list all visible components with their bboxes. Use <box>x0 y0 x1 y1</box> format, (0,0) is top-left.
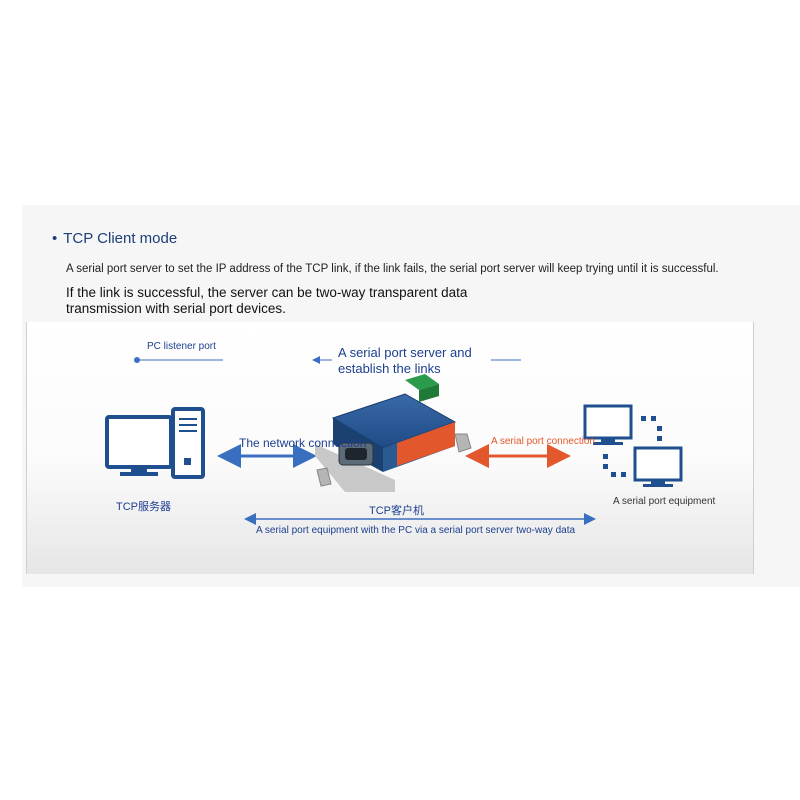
server-caption-line-2: establish the links <box>338 361 441 376</box>
tcp-client-label: TCP客户机 <box>369 505 424 517</box>
section-heading: • TCP Client mode <box>52 230 177 247</box>
description-line-2: If the link is successful, the server ca… <box>66 285 468 300</box>
network-connection-label: The network connection <box>239 436 367 450</box>
diagram-graphics <box>105 356 683 525</box>
listener-port-marker <box>134 357 223 363</box>
tcp-server-label: TCP服务器 <box>116 501 171 513</box>
serial-server-device <box>315 374 472 492</box>
computer-icon <box>105 407 205 479</box>
heading-bullet: • <box>52 230 58 247</box>
bottom-caption: A serial port equipment with the PC via … <box>256 525 576 536</box>
description-block: If the link is successful, the server ca… <box>66 285 467 317</box>
serial-equipment-icon <box>583 404 683 487</box>
description-line-3: transmission with serial port devices. <box>66 301 286 316</box>
server-caption-line-1: A serial port server and <box>338 345 472 360</box>
diagram-panel: PC listener port A serial port server an… <box>26 322 754 574</box>
heading-title: TCP Client mode <box>63 230 178 247</box>
description-line-1: A serial port server to set the IP addre… <box>66 263 719 275</box>
serial-equipment-label: A serial port equipment <box>613 496 716 507</box>
serial-connection-label: A serial port connection <box>491 436 595 447</box>
listener-port-label: PC listener port <box>147 341 216 352</box>
server-caption: A serial port server and establish the l… <box>338 345 472 377</box>
